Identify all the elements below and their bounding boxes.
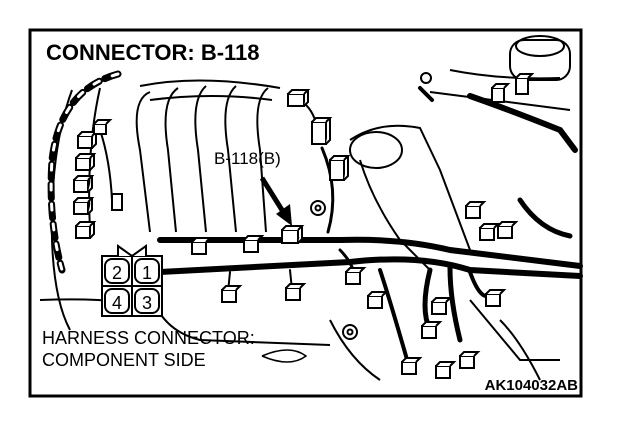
connector-block [421,321,443,339]
connector-block [75,153,97,171]
connector-block [311,117,333,145]
connector-block [367,291,389,309]
connector-block [491,83,511,103]
connector-block [345,267,367,285]
wire-harness [47,70,583,372]
connector-block [479,223,501,241]
connector-block [243,235,265,253]
pin-layout: 2 1 4 3 [101,244,163,317]
connector-block-b118 [281,225,305,244]
caption-tail-shape [261,349,308,363]
connector-block [111,193,123,211]
connector-block [93,119,113,135]
pin-2-label: 2 [112,263,122,283]
connector-block [401,357,423,375]
caption-line-2: COMPONENT SIDE [42,350,206,370]
connector-block [435,361,457,379]
connector-block [431,297,453,315]
connector-block [73,175,95,193]
diagram-title: CONNECTOR: B-118 [46,40,260,65]
connector-block [191,237,213,255]
connector-block [75,221,97,239]
connector-block [287,89,311,107]
connector-block [497,221,519,239]
connector-block [515,73,535,95]
connector-block [485,289,507,307]
engine-background [39,35,571,381]
terminal-eyes [310,72,432,340]
connector-block [73,197,95,215]
connector-block [465,201,487,219]
caption-line-1: HARNESS CONNECTOR: [42,328,255,348]
pin-3-label: 3 [142,293,152,313]
pin-4-label: 4 [112,293,122,313]
connector-blocks [73,73,535,379]
connector-block [459,351,481,369]
pointer-arrow [259,176,292,226]
connector-block [329,155,351,181]
figure-code: AK104032AB [485,377,579,394]
connector-block [285,283,307,301]
pin-1-label: 1 [142,263,152,283]
connector-block [221,285,243,303]
pointer-label: B-118(B) [214,149,281,168]
